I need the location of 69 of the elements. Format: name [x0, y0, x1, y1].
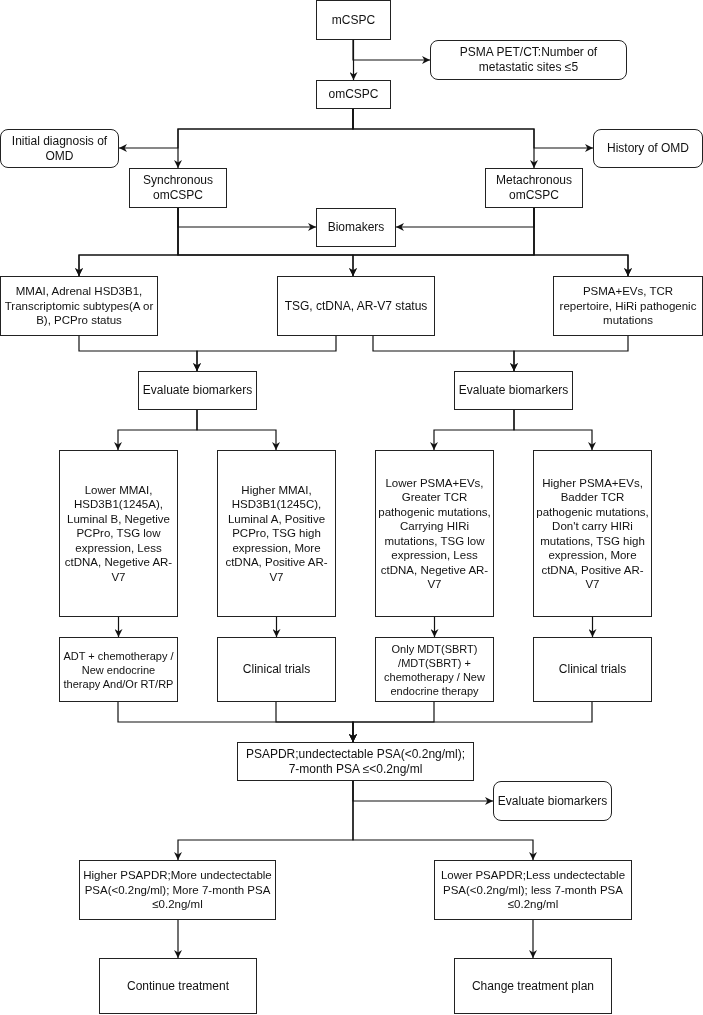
arrow: [533, 207, 632, 277]
process-box: [434, 860, 632, 920]
box-text: TSG, ctDNA, AR-V7 status: [284, 298, 428, 314]
box-text: Evaluate biomarkers: [497, 793, 608, 809]
arrow: [196, 409, 280, 451]
arrow: [352, 108, 538, 169]
process-box: [237, 742, 474, 781]
arrow: [352, 39, 431, 64]
process-box: [375, 450, 494, 617]
arrow: [513, 409, 596, 451]
box-text: Lower PSMA+EVs, Greater TCR pathogenic mutations, Carrying HIRi mutations, TSG low expression, Less ctDNA, Negetive AR-V7: [378, 475, 491, 592]
arrow: [174, 919, 182, 959]
arrow: [193, 335, 337, 372]
box-text: Continue treatment: [126, 978, 230, 994]
arrow: [430, 616, 439, 638]
process-box: [316, 0, 391, 40]
process-box: [533, 450, 652, 617]
box-text: Change treatment plan: [471, 978, 595, 994]
process-box: [454, 371, 573, 410]
process-box: [217, 450, 336, 617]
box-text: Higher MMAI, HSD3B1(1245C), Luminal A, Positive PCPro, TSG high expression, More ctDNA, Positive AR-V7: [224, 482, 329, 585]
arrow: [349, 701, 593, 743]
process-box: [59, 450, 178, 617]
process-box: [129, 168, 227, 208]
box-text: Lower PSAPDR;Less undectectable PSA(<0.2ng/ml); less 7-month PSA ≤0.2ng/ml: [439, 868, 627, 912]
box-text: Evaluate biomarkers: [458, 383, 569, 398]
box-text: PSMA+EVs, TCR repertoire, HiRi pathogenic mutations: [558, 284, 698, 328]
process-box: [99, 958, 257, 1014]
process-box: [277, 276, 435, 336]
box-text: MMAI, Adrenal HSD3B1, Transcriptomic subtypes(A or B), PCPro status: [3, 284, 155, 328]
box-text: Clinical trials: [558, 662, 627, 677]
arrow: [588, 616, 597, 638]
process-box: [0, 276, 158, 336]
process-box: [553, 276, 703, 336]
box-text: Synchronous omCSPC: [141, 173, 214, 203]
box-text: Metachronous omCSPC: [494, 173, 573, 203]
arrow: [114, 616, 123, 638]
box-text: Clinical trials: [242, 662, 311, 677]
process-box: [533, 637, 652, 702]
box-text: Biomakers: [327, 220, 385, 235]
process-box: [316, 80, 391, 109]
rounded-box: [493, 781, 612, 821]
box-text: Higher PSMA+EVs, Badder TCR pathogenic mutations, Don't carry HIRi mutations, TSG high expression, More ctDNA, Positive AR-V7: [536, 475, 649, 592]
box-text: Initial diagnosis of OMD: [10, 133, 109, 164]
box-text: PSAPDR;undectectable PSA(<0.2ng/ml); 7-month PSA ≤<0.2ng/ml: [244, 746, 467, 777]
process-box: [375, 637, 494, 702]
box-text: ADT + chemotherapy / New endocrine therapy And/Or RT/RP: [62, 648, 175, 691]
box-text: mCSPC: [331, 12, 376, 28]
box-text: PSMA PET/CT:Number of metastatic sites ≤5: [458, 45, 599, 75]
arrow: [529, 919, 537, 959]
box-text: omCSPC: [328, 87, 379, 102]
box-text: Evaluate biomarkers: [142, 383, 253, 398]
process-box: [79, 860, 276, 920]
arrow: [510, 335, 629, 372]
rounded-box: [430, 40, 627, 80]
box-text: History of OMD: [607, 141, 689, 156]
process-box: [59, 637, 178, 702]
arrow: [272, 616, 281, 638]
box-text: Higher PSAPDR;More undectectable PSA(<0.2ng/ml); More 7-month PSA ≤0.2ng/ml: [82, 868, 273, 912]
process-box: [316, 208, 396, 247]
rounded-box: [0, 129, 119, 168]
process-box: [138, 371, 257, 410]
process-box: [454, 958, 612, 1014]
arrow: [352, 780, 537, 861]
process-box: [485, 168, 583, 208]
box-text: Lower MMAI, HSD3B1(1245A), Luminal B, Negetive PCPro, TSG low expression, Less ctDNA, Negetive AR-V7: [63, 482, 174, 585]
process-box: [217, 637, 336, 702]
box-text: Only MDT(SBRT) /MDT(SBRT) + chemotherapy / New endocrine therapy: [383, 641, 486, 698]
rounded-box: [593, 129, 703, 168]
